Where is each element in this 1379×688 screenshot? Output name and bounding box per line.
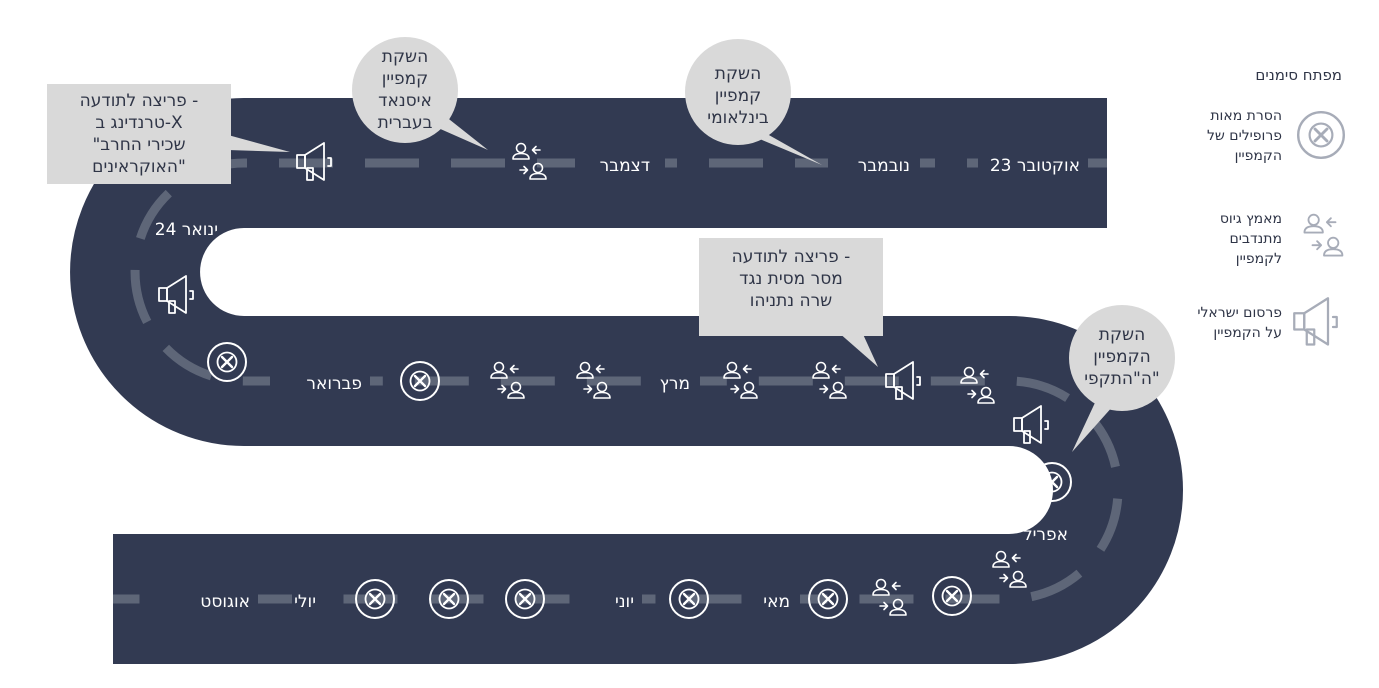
month-dec: דצמבר (600, 156, 650, 176)
legend-removal-line: הסרת מאות (1210, 108, 1282, 124)
recruit-icon (1303, 213, 1344, 257)
label-pads (158, 150, 1088, 614)
bubble-line: השקת (715, 64, 761, 84)
callout-line: שרה נתניהו (750, 291, 832, 311)
bubble-line: השקת (382, 47, 428, 67)
legend-removal: הסרת מאות פרופילים של הקמפיין (1207, 108, 1346, 164)
removal-icon (1296, 110, 1346, 160)
bubble-offensive: השקת הקמפיין ה"התקפי" (1069, 305, 1175, 452)
callout-line: "שכירי החרב (92, 135, 185, 155)
bubble-line: קמפיין (382, 69, 428, 89)
month-nov: נובמבר (858, 156, 910, 176)
bubble-line: הקמפיין (1093, 347, 1151, 367)
bubble-line: ה"התקפי" (1084, 369, 1160, 389)
month-jul: יולי (294, 592, 316, 612)
legend: מפתח סימנים הסרת מאות פרופילים של הקמפיי… (1197, 66, 1346, 346)
bubble-line: בעברית (378, 113, 433, 133)
callout-line: האוקראינים" (92, 157, 186, 177)
month-aug: אוגוסט (200, 592, 250, 612)
road-centerline (113, 158, 1123, 604)
legend-recruit: מאמץ גיוס מתנדבים לקמפיין (1220, 211, 1344, 267)
legend-recruit-line: לקמפיין (1236, 251, 1282, 267)
month-mar: מרץ (660, 374, 690, 394)
legend-recruit-line: מאמץ גיוס (1220, 211, 1282, 227)
callout-x-trending: פריצה לתודעה - טרנדינג ב-X "שכירי החרב ה… (47, 84, 290, 184)
month-jun: יוני (615, 592, 634, 612)
legend-publish: פרסום ישראלי על הקמפיין (1197, 297, 1338, 346)
bubble-line: קמפיין (715, 86, 761, 106)
bubble-line: השקת (1099, 325, 1145, 345)
legend-recruit-line: מתנדבים (1230, 231, 1282, 247)
callout-line: פריצה לתודעה - (732, 247, 851, 267)
callout-line: מסר מסית נגד (739, 269, 843, 289)
callout-netanyahu: פריצה לתודעה - מסר מסית נגד שרה נתניהו (699, 238, 883, 367)
month-feb: פברואר (306, 374, 362, 394)
callout-line: פריצה לתודעה - (80, 91, 199, 111)
legend-removal-line: הקמפיין (1235, 148, 1282, 164)
month-oct: אוקטובר 23 (990, 156, 1080, 176)
legend-removal-line: פרופילים של (1207, 128, 1282, 144)
month-may: מאי (763, 592, 790, 612)
month-labels: אוקטובר 23 נובמבר דצמבר ינואר 24 פברואר … (155, 156, 1080, 612)
month-apr: אפריל (1023, 525, 1068, 545)
bubble-line: בינלאומי (707, 108, 769, 128)
legend-publish-line: פרסום ישראלי (1197, 305, 1282, 321)
callout-line: טרנדינג ב-X (95, 113, 183, 133)
bubble-line: איסנאד (378, 91, 432, 111)
bubble-hebrew: השקת קמפיין איסנאד בעברית (352, 37, 488, 150)
month-jan: ינואר 24 (155, 220, 218, 240)
bubble-international: השקת קמפיין בינלאומי (685, 39, 822, 165)
legend-title: מפתח סימנים (1255, 66, 1342, 84)
legend-publish-line: על הקמפיין (1213, 325, 1282, 341)
megaphone-icon (1293, 297, 1338, 346)
